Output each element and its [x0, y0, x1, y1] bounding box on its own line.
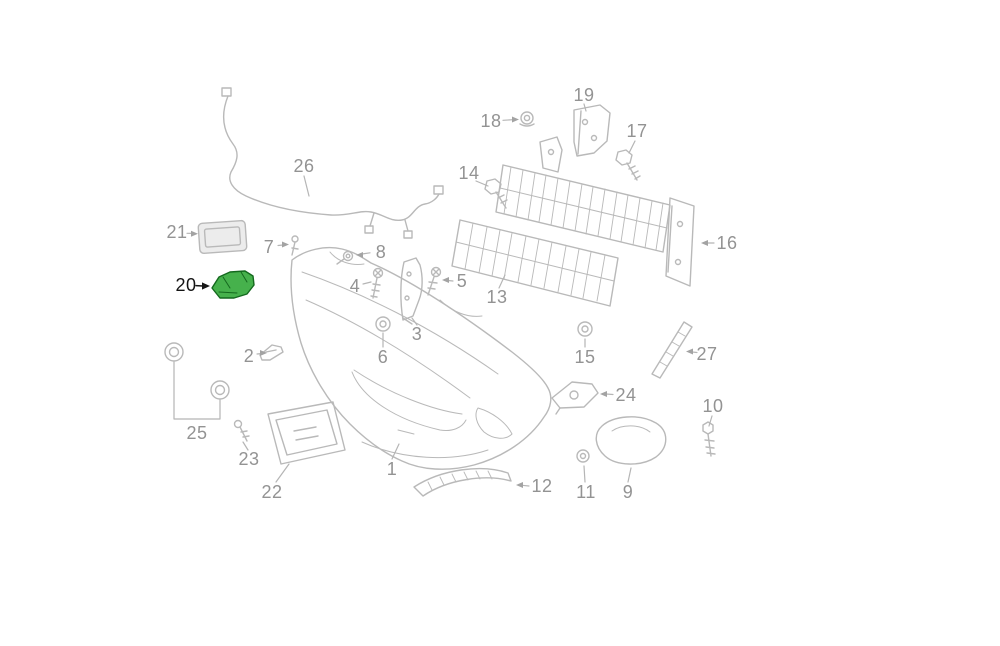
callout-line-19: [583, 103, 587, 112]
part-label-9[interactable]: 9: [622, 482, 634, 502]
callout-line-18: [502, 116, 519, 123]
callout-line-13: [498, 274, 506, 289]
part-11-grommet: [576, 449, 590, 463]
part-label-4[interactable]: 4: [349, 276, 361, 296]
part-4-bolt: [370, 267, 384, 299]
callout-line-20-selected: [195, 282, 210, 290]
part-label-7[interactable]: 7: [263, 237, 275, 257]
part-label-13[interactable]: 13: [486, 287, 508, 307]
part-23-screw: [233, 419, 250, 442]
callout-line-25: [173, 361, 221, 420]
part-label-6[interactable]: 6: [377, 347, 389, 367]
part-16-reinforcement-beam: [495, 136, 695, 287]
callout-line-1: [391, 443, 400, 460]
part-6-grommet: [375, 316, 391, 332]
callout-line-2: [256, 350, 267, 356]
part-label-1[interactable]: 1: [386, 459, 398, 479]
callout-line-12: [516, 482, 530, 488]
part-7-clip: [291, 235, 299, 256]
callout-line-10: [708, 415, 713, 427]
part-2-cover: [259, 344, 284, 361]
part-13-energy-absorber: [451, 219, 619, 307]
callout-line-7: [277, 241, 289, 248]
part-label-26[interactable]: 26: [293, 156, 315, 176]
part-27-trim-strip: [651, 321, 693, 379]
callout-line-11: [583, 465, 586, 483]
part-label-10[interactable]: 10: [702, 396, 724, 416]
part-label-21[interactable]: 21: [166, 222, 188, 242]
part-label-3[interactable]: 3: [411, 324, 423, 344]
part-19-bracket: [573, 104, 611, 157]
callout-line-24: [600, 391, 614, 397]
part-label-16[interactable]: 16: [716, 233, 738, 253]
part-label-15[interactable]: 15: [574, 347, 596, 367]
callout-line-21: [186, 230, 198, 237]
part-20-sensor-bracket-highlighted[interactable]: [211, 270, 255, 299]
part-label-23[interactable]: 23: [238, 449, 260, 469]
callout-line-4: [362, 281, 372, 285]
callout-line-9: [627, 467, 632, 483]
callout-line-23: [242, 441, 249, 451]
part-17-bolt: [615, 149, 641, 181]
part-label-17[interactable]: 17: [626, 121, 648, 141]
part-5-bolt: [427, 266, 442, 296]
callout-line-8: [356, 252, 371, 258]
callout-line-16: [701, 240, 715, 246]
part-label-19[interactable]: 19: [573, 85, 595, 105]
part-15-grommet: [577, 321, 593, 337]
part-26-wiring-harness: [221, 87, 444, 239]
callout-line-3: [411, 317, 418, 326]
callout-line-17: [628, 140, 636, 154]
part-label-8[interactable]: 8: [375, 242, 387, 262]
part-9-fog-lamp-bezel: [595, 416, 667, 465]
part-label-22[interactable]: 22: [261, 482, 283, 502]
part-22-license-plate-bracket: [267, 401, 346, 465]
callout-line-14: [475, 180, 489, 187]
part-label-2[interactable]: 2: [243, 346, 255, 366]
part-18-grommet: [519, 111, 535, 127]
part-label-24[interactable]: 24: [615, 385, 637, 405]
part-label-20-selected[interactable]: 20: [175, 275, 197, 295]
part-label-11[interactable]: 11: [576, 482, 596, 502]
part-label-12[interactable]: 12: [531, 476, 553, 496]
callout-line-22: [275, 463, 290, 483]
part-label-18[interactable]: 18: [480, 111, 502, 131]
part-3-bracket: [400, 257, 423, 325]
part-label-25[interactable]: 25: [186, 423, 208, 443]
part-1-bumper-cover: [290, 246, 552, 470]
part-label-5[interactable]: 5: [456, 271, 468, 291]
part-label-14[interactable]: 14: [458, 163, 480, 183]
part-21-sensor-plate: [197, 219, 248, 254]
callout-line-26: [303, 175, 310, 197]
part-10-bolt: [702, 421, 716, 457]
part-14-bolt: [484, 178, 508, 209]
callout-line-27: [686, 348, 698, 355]
part-24-fog-lamp-bracket: [551, 381, 599, 415]
part-12-lower-grille-trim: [413, 467, 512, 497]
part-label-27[interactable]: 27: [696, 344, 718, 364]
part-25-parking-sensors: [164, 342, 230, 400]
callout-line-5: [442, 277, 454, 283]
